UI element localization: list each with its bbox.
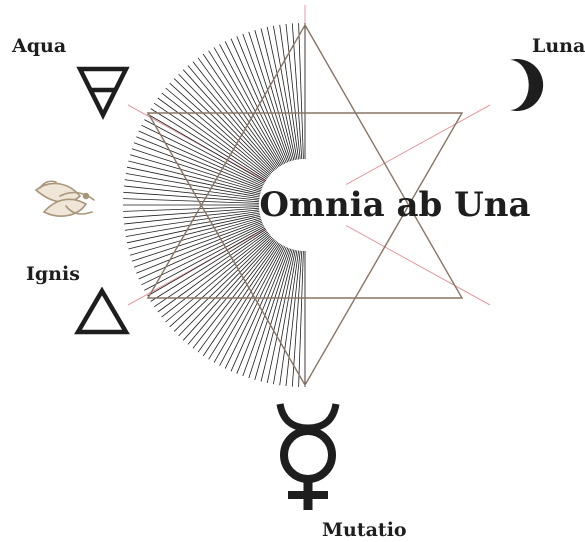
fan-ray	[123, 207, 259, 212]
fan-ray	[231, 39, 286, 163]
fan-ray	[203, 54, 279, 167]
fan-ray	[280, 25, 299, 160]
fan-ray	[154, 231, 267, 307]
fan-ray	[299, 251, 304, 387]
water-triangle-icon	[80, 69, 126, 115]
fan-ray	[144, 227, 264, 291]
fan-ray	[139, 224, 263, 279]
fan-ray	[214, 47, 282, 165]
motto-text: Omnia ab Una	[259, 185, 530, 225]
fan-ray	[139, 131, 263, 186]
fan-ray	[203, 243, 279, 356]
fire-triangle-icon	[78, 291, 126, 332]
crescent-moon-icon	[510, 59, 543, 111]
fan-ray	[249, 32, 291, 161]
fan-ray	[132, 149, 261, 191]
fan-ray	[132, 219, 261, 261]
mutatio-label: Mutatio	[322, 519, 407, 541]
fan-ray	[123, 208, 259, 218]
aqua-label: Aqua	[11, 35, 66, 57]
luna-label: Luna	[532, 35, 585, 57]
fan-ray	[280, 251, 299, 386]
fan-ray	[231, 247, 286, 371]
fan-ray	[123, 192, 259, 202]
ignis-label: Ignis	[26, 263, 80, 285]
mercury-icon	[280, 404, 336, 510]
fan-ray	[154, 103, 267, 179]
fan-ray	[123, 199, 259, 204]
herb-sprig-icon	[36, 181, 94, 216]
fan-ray	[144, 120, 264, 184]
fan-ray	[220, 44, 284, 164]
fan-ray	[249, 249, 291, 378]
fan-ray	[220, 246, 284, 366]
fan-ray	[299, 23, 304, 159]
fan-ray	[214, 245, 282, 363]
